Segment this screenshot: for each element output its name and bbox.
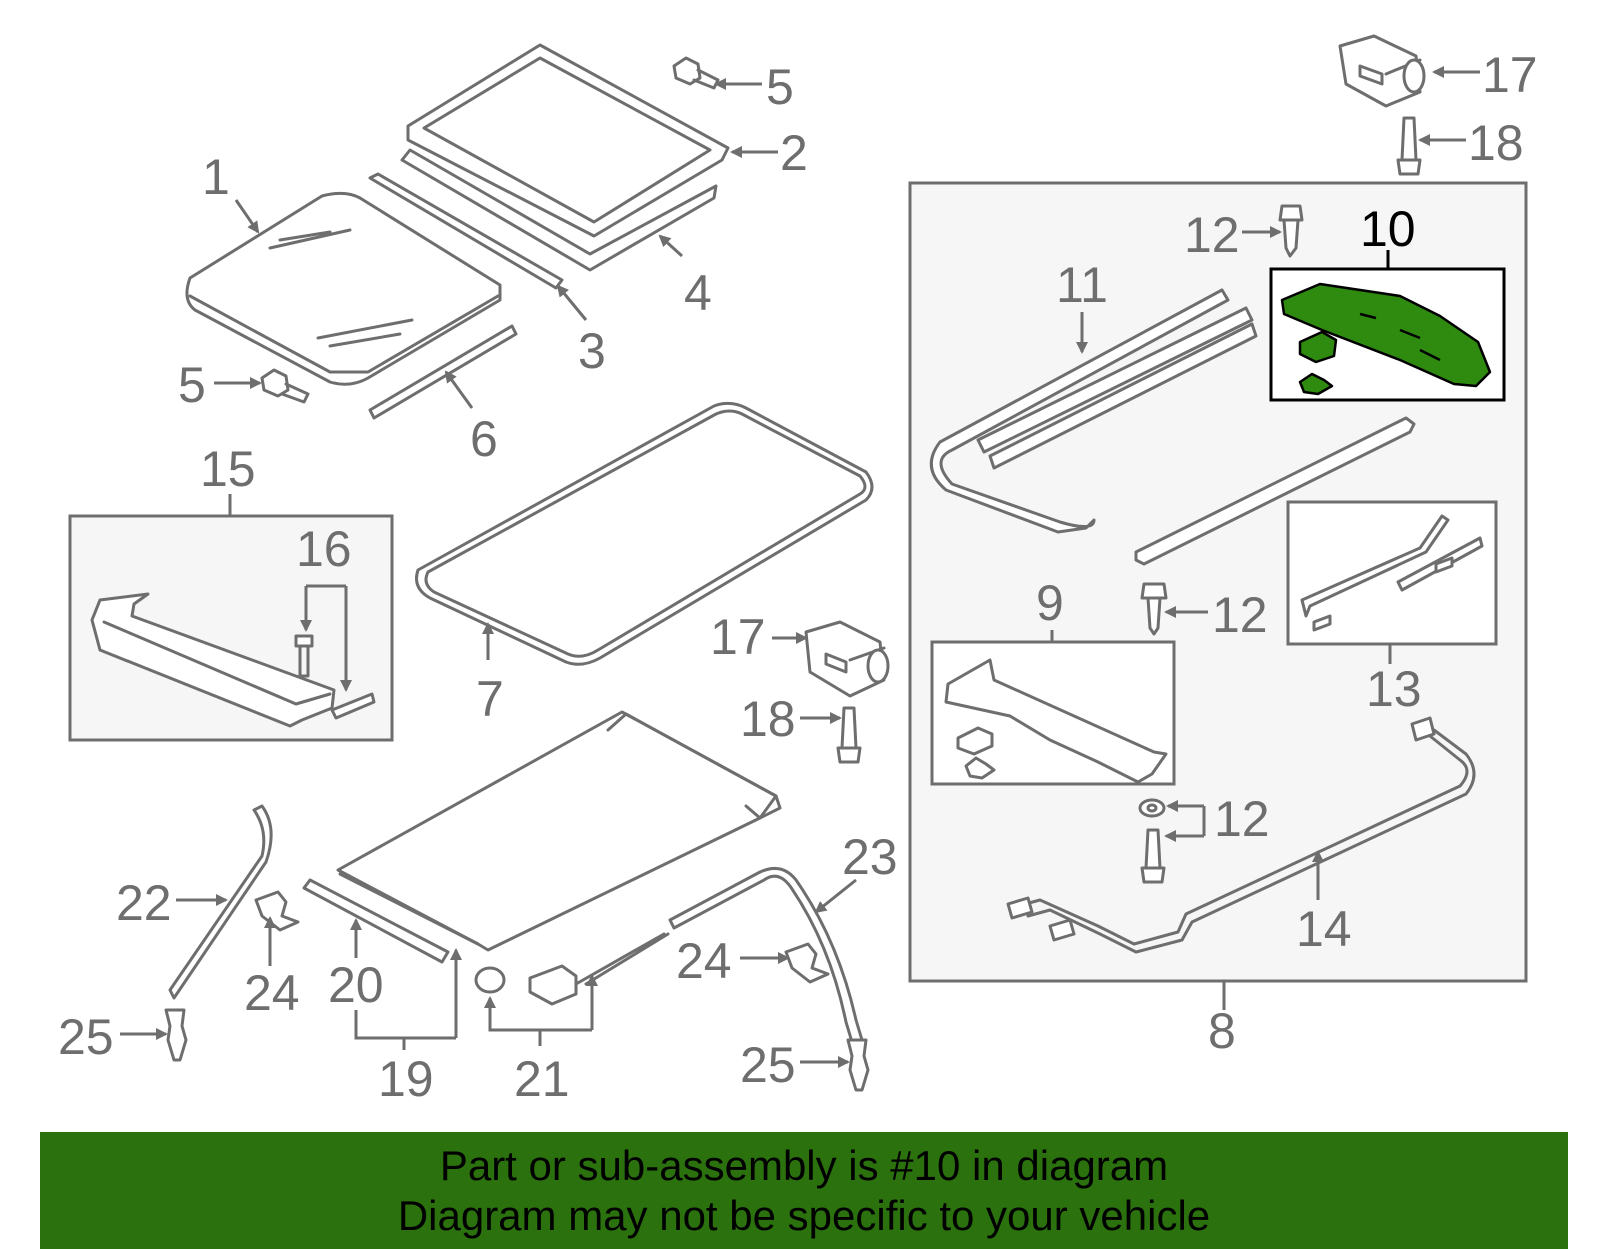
bolt-part-12-lower [1140,828,1166,884]
strip-part-3 [368,172,564,290]
callout-20: 20 [328,957,384,1013]
weatherstrip-part-7 [415,401,874,666]
clip-part-24-right [784,942,830,984]
callout-12-upper: 12 [1184,207,1240,263]
strip-part-20 [302,878,450,964]
callout-25-left: 25 [58,1009,114,1065]
callout-17-center: 17 [710,609,766,665]
glass-frame-part-2 [406,43,730,238]
callout-17-top: 17 [1482,47,1538,103]
glass-panel-part-1 [185,191,502,386]
callout-13: 13 [1366,661,1422,717]
leader-1 [234,199,260,234]
washer-part-12 [1138,798,1166,818]
drain-hose-part-22 [168,804,273,1000]
deflector-part-15 [90,592,336,728]
callout-25-right: 25 [740,1037,796,1093]
guide-part-21 [474,932,670,1006]
callout-1: 1 [202,149,230,205]
bracket-part-10-highlighted [1280,282,1492,396]
callout-6: 6 [470,411,498,467]
rail-part-8-right [1134,416,1416,566]
callout-12-lower: 12 [1214,791,1270,847]
rail-part-11 [929,288,1258,534]
callout-7: 7 [476,671,504,727]
callout-11: 11 [1056,257,1108,313]
banner-line-2: Diagram may not be specific to your vehi… [397,1191,1211,1239]
grommet-part-25-left [164,1008,188,1062]
clip-part-16 [330,692,376,720]
callout-4: 4 [684,265,712,321]
bracket-21 [488,1004,592,1032]
strip-part-6 [368,324,518,420]
linkage-part-13 [1300,514,1484,632]
leader-3 [556,284,588,321]
callout-15: 15 [200,441,256,497]
bolt-part-12-upper [1278,204,1304,258]
bolt-part-18-top [1396,116,1422,176]
bolt-part-12-middle [1140,582,1168,636]
motor-part-17-top [1338,34,1426,108]
leader-23 [814,878,857,914]
callout-18-center: 18 [740,691,796,747]
callout-5-lower: 5 [178,357,206,413]
banner-line-1: Part or sub-assembly is #10 in diagram [439,1141,1169,1189]
leader-4 [658,234,684,258]
screw-part-16 [294,634,314,678]
motor-part-17-center [804,620,890,698]
callout-8: 8 [1208,1003,1236,1059]
callout-22: 22 [116,875,172,931]
grommet-part-25-right [846,1038,870,1092]
callout-24-right: 24 [676,933,732,989]
callout-12-middle: 12 [1212,587,1268,643]
bolt-part-5-lower [260,368,310,404]
bracket-part-9 [944,658,1168,784]
leader-6 [444,370,474,409]
info-banner: Part or sub-assembly is #10 in diagram D… [40,1132,1568,1249]
callout-9: 9 [1036,575,1064,631]
callout-5-upper: 5 [766,59,794,115]
callout-10: 10 [1360,201,1416,257]
bracket-19 [354,1010,456,1040]
callout-3: 3 [578,323,606,379]
callout-19: 19 [378,1051,434,1107]
bolt-part-18-center [836,706,862,764]
callout-21: 21 [514,1051,570,1107]
sunshade-part-19 [336,710,782,952]
harness-part-14 [1006,716,1476,954]
callout-14: 14 [1296,901,1352,957]
seal-part-4 [400,148,718,272]
bolt-part-5-upper [672,56,720,90]
callout-18-top: 18 [1468,115,1524,171]
callout-24-left: 24 [244,965,300,1021]
callout-23: 23 [842,829,898,885]
clip-part-24-left [254,890,300,932]
callout-16: 16 [296,521,352,577]
callout-2: 2 [780,125,808,181]
